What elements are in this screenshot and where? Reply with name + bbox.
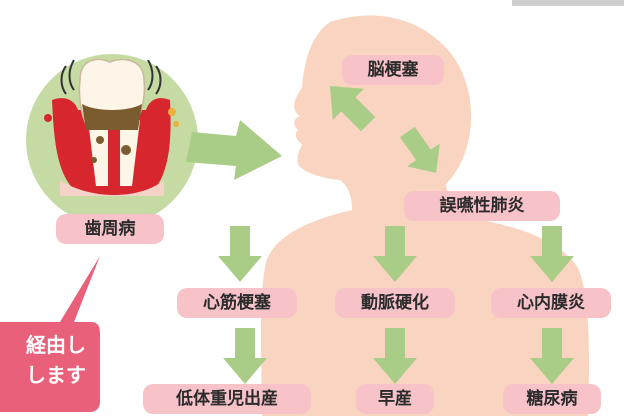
label-heart-attack: 心筋梗塞: [177, 288, 297, 318]
label-low-birth-weight: 低体重児出産: [143, 384, 311, 414]
label-premature-birth: 早産: [356, 384, 434, 414]
label-stroke: 脳梗塞: [342, 55, 444, 85]
arrow-down-endocarditis: [530, 226, 574, 282]
periodontal-tooth-illustration: [26, 54, 198, 226]
label-endocarditis: 心内膜炎: [491, 288, 611, 318]
arrow-to-pneumonia: [400, 126, 440, 173]
arrow-tooth-to-body: [186, 120, 282, 180]
callout-line-1: 経由し: [26, 333, 86, 357]
callout-text: 経由し します: [0, 330, 100, 390]
label-diabetes: 糖尿病: [503, 384, 601, 414]
callout-line-2: します: [26, 363, 86, 387]
corner-mark: [512, 0, 624, 6]
arrow-down-arteriosclerosis: [373, 226, 417, 282]
arrow-to-stroke: [329, 85, 376, 132]
label-pneumonia: 誤嚥性肺炎: [404, 191, 560, 221]
arrow-down-diabetes: [530, 328, 574, 384]
arrow-down-premature-birth: [373, 328, 417, 384]
arrow-down-low-birth-weight: [223, 328, 267, 384]
label-periodontal: 歯周病: [56, 214, 164, 244]
callout-bubble: [0, 256, 100, 412]
arrow-down-heart-attack: [218, 226, 262, 282]
label-arteriosclerosis: 動脈硬化: [335, 288, 455, 318]
